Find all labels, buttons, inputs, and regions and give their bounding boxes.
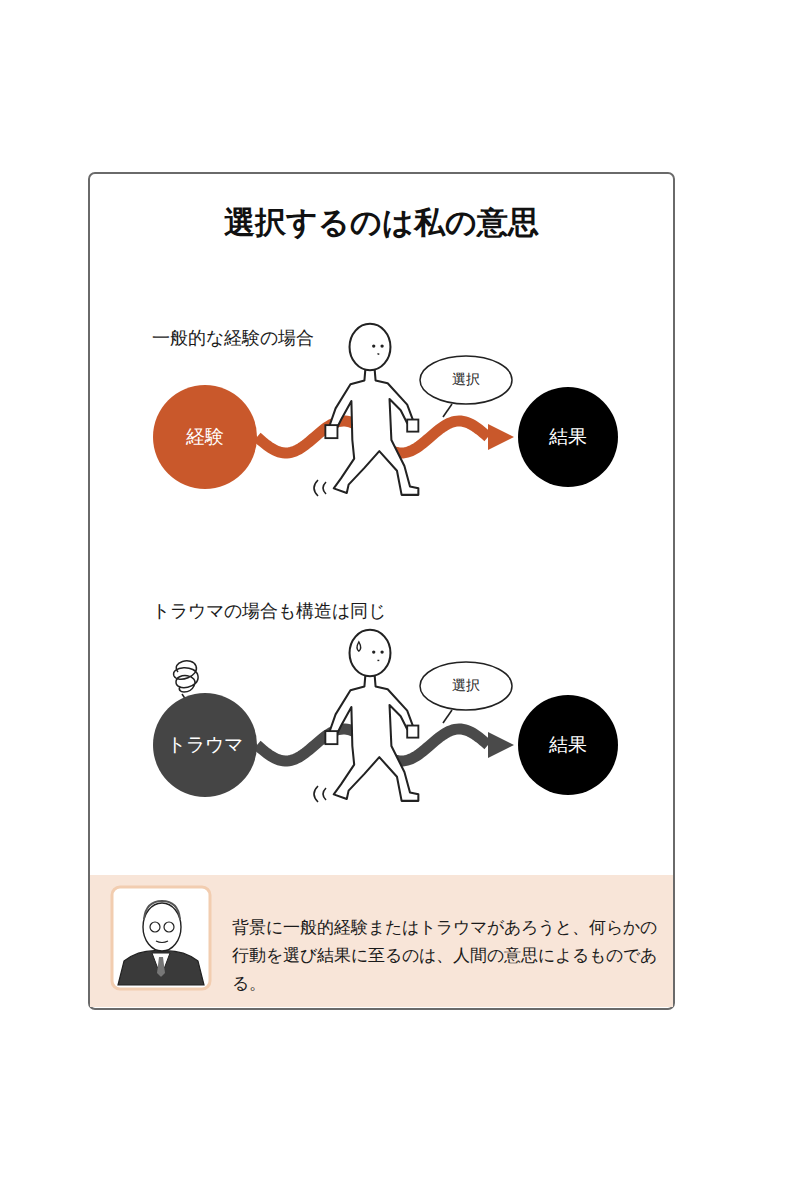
person-hand xyxy=(407,726,418,738)
diagram-title: 選択するのは私の意思 xyxy=(224,202,539,244)
person-hand xyxy=(325,731,337,744)
circle-node: トラウマ xyxy=(153,693,257,797)
person-eye xyxy=(372,650,375,653)
note-text: 背景に一般的経験またはトラウマがあろうと、何らかの行動を選び結果に至るのは、人間… xyxy=(232,913,657,997)
portrait-tie xyxy=(157,957,165,977)
portrait-mouth xyxy=(156,941,168,943)
portrait-glasses xyxy=(150,922,160,932)
callout-tail xyxy=(443,710,452,723)
portrait-frame xyxy=(112,887,210,989)
walking-person xyxy=(325,324,418,495)
walking-person xyxy=(325,630,418,801)
person-body xyxy=(329,675,418,801)
portrait-suit xyxy=(118,951,204,985)
node-text: 結果 xyxy=(549,732,587,758)
person-head xyxy=(350,324,391,371)
section-label: 一般的な経験の場合 xyxy=(152,326,314,350)
person-hand xyxy=(407,420,418,432)
node-text: 結果 xyxy=(549,424,587,450)
callout-tail xyxy=(443,404,452,417)
speech-bubble: 選択 xyxy=(419,355,513,405)
person-eye xyxy=(380,650,383,653)
portrait-hair xyxy=(144,901,180,919)
circle-node: 経験 xyxy=(153,385,257,489)
motion-marks xyxy=(314,480,326,496)
arrow-head xyxy=(488,424,514,450)
section-label: トラウマの場合も構造は同じ xyxy=(152,599,386,623)
portrait xyxy=(110,885,212,991)
bubble-ellipse xyxy=(420,356,512,404)
person-hand xyxy=(325,425,337,438)
sweat-drop xyxy=(357,642,361,651)
portrait-head xyxy=(143,903,181,951)
speech-bubble: 選択 xyxy=(419,661,513,711)
person-head xyxy=(350,630,391,677)
arrow-head xyxy=(488,732,514,758)
person-eye xyxy=(380,344,383,347)
node-text: 経験 xyxy=(186,424,224,450)
motion-marks xyxy=(314,786,326,802)
bubble-ellipse xyxy=(420,662,512,710)
portrait-shirt xyxy=(152,953,170,977)
node-text: 選択 xyxy=(452,371,480,389)
circle-node: 結果 xyxy=(518,387,618,487)
circle-node: 結果 xyxy=(518,695,618,795)
note-band: 背景に一般的経験またはトラウマがあろうと、何らかの行動を選び結果に至るのは、人間… xyxy=(90,875,673,1007)
person-eye xyxy=(372,344,375,347)
person-body xyxy=(329,369,418,495)
node-text: 選択 xyxy=(452,677,480,695)
portrait-glasses xyxy=(164,922,174,932)
person-mouth xyxy=(377,660,379,661)
person-mouth xyxy=(377,353,379,355)
node-text: トラウマ xyxy=(167,732,243,758)
